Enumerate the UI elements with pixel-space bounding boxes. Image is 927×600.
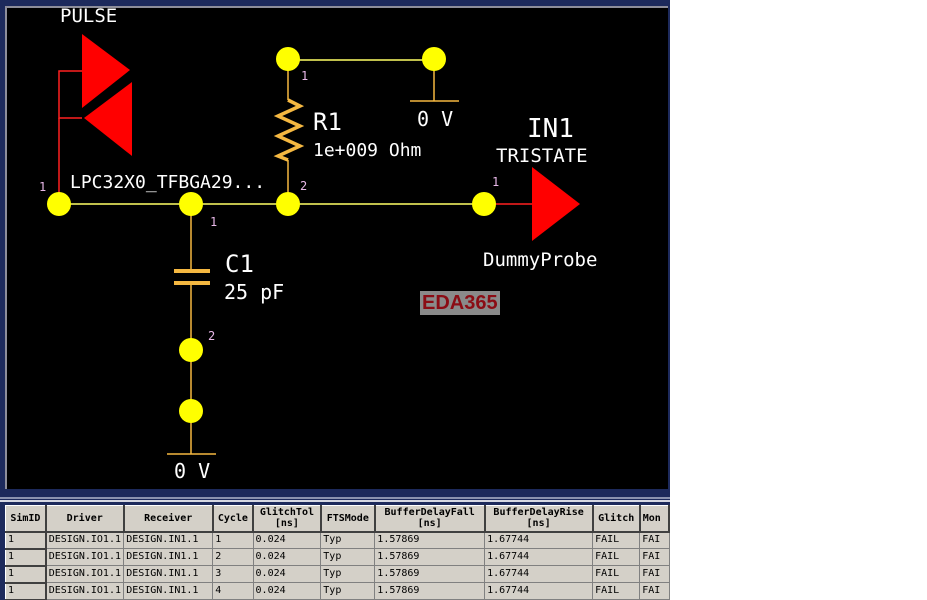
- cell-glitch[interactable]: FAIL: [592, 548, 641, 566]
- column-header-bufferdelayrise[interactable]: BufferDelayRise [ns]: [484, 505, 594, 533]
- cell-receiver[interactable]: DESIGN.IN1.1: [123, 565, 214, 583]
- column-header-glitch[interactable]: Glitch: [592, 505, 641, 533]
- driver-pin-label: 1: [39, 180, 46, 194]
- c1-ref-label: C1: [225, 250, 254, 278]
- cell-simid[interactable]: 1: [5, 565, 47, 584]
- node-receiver-pin[interactable]: [472, 192, 496, 216]
- node-ground-top[interactable]: [422, 47, 446, 71]
- cell-glitch[interactable]: FAIL: [592, 565, 641, 583]
- splitter-highlight: [0, 500, 670, 502]
- r1-top-pin-label: 1: [301, 69, 308, 83]
- cell-receiver[interactable]: DESIGN.IN1.1: [123, 548, 214, 566]
- column-header-driver[interactable]: Driver: [45, 505, 125, 533]
- cell-cycle[interactable]: 3: [212, 565, 254, 583]
- cell-bufferdelayfall[interactable]: 1.57869: [374, 582, 486, 600]
- column-header-receiver[interactable]: Receiver: [123, 505, 214, 533]
- resistor-r1-symbol[interactable]: [273, 98, 305, 162]
- cell-driver[interactable]: DESIGN.IO1.1: [45, 582, 125, 600]
- cell-bufferdelayrise[interactable]: 1.67744: [484, 582, 594, 600]
- receiver-type-label: TRISTATE: [496, 145, 588, 167]
- column-header-bufferdelayfall[interactable]: BufferDelayFall [ns]: [374, 505, 486, 533]
- cell-ftsmode[interactable]: Typ: [320, 565, 376, 583]
- receiver-in1-triangle-icon[interactable]: [532, 167, 580, 241]
- results-table-container[interactable]: SimID Driver Receiver Cycle GlitchTol [n…: [5, 505, 670, 600]
- results-table: SimID Driver Receiver Cycle GlitchTol [n…: [5, 505, 670, 600]
- results-panel: SimID Driver Receiver Cycle GlitchTol [n…: [0, 502, 670, 600]
- cell-bufferdelayfall[interactable]: 1.57869: [374, 565, 486, 583]
- cell-mon[interactable]: FAI: [639, 582, 670, 600]
- cell-receiver[interactable]: DESIGN.IN1.1: [123, 531, 214, 549]
- splitter-line: [0, 497, 670, 499]
- schematic-canvas[interactable]: PULSE LPC32X0_TFBGA29... 1 R1 1e+009 Ohm…: [5, 5, 668, 489]
- pulse-triangle-down-icon: [84, 82, 132, 156]
- ground-bottom-label: 0 V: [174, 459, 210, 483]
- cell-simid[interactable]: 1: [5, 582, 47, 600]
- schematic-window: PULSE LPC32X0_TFBGA29... 1 R1 1e+009 Ohm…: [0, 0, 670, 494]
- cell-driver[interactable]: DESIGN.IO1.1: [45, 531, 125, 549]
- cell-mon[interactable]: FAI: [639, 565, 670, 583]
- watermark-label: EDA365: [420, 291, 500, 315]
- r1-ref-label: R1: [313, 108, 342, 136]
- column-header-ftsmode[interactable]: FTSMode: [320, 505, 376, 533]
- cell-driver[interactable]: DESIGN.IO1.1: [45, 548, 125, 566]
- cell-glitchtol[interactable]: 0.024: [252, 565, 322, 583]
- column-header-cycle[interactable]: Cycle: [212, 505, 255, 533]
- results-header-row: SimID Driver Receiver Cycle GlitchTol [n…: [5, 505, 670, 533]
- receiver-model-label: DummyProbe: [483, 249, 597, 271]
- cell-driver[interactable]: DESIGN.IO1.1: [45, 565, 125, 583]
- cell-glitch[interactable]: FAIL: [592, 582, 641, 600]
- cell-cycle[interactable]: 1: [212, 531, 254, 549]
- cell-glitchtol[interactable]: 0.024: [252, 531, 322, 549]
- node-r1-top[interactable]: [276, 47, 300, 71]
- cell-simid[interactable]: 1: [5, 548, 47, 567]
- pulse-label: PULSE: [60, 5, 117, 27]
- cell-cycle[interactable]: 2: [212, 548, 254, 566]
- driver-part-label: LPC32X0_TFBGA29...: [70, 172, 265, 193]
- cell-receiver[interactable]: DESIGN.IN1.1: [123, 582, 214, 600]
- node-ground-bottom[interactable]: [179, 399, 203, 423]
- cell-ftsmode[interactable]: Typ: [320, 582, 376, 600]
- cell-glitchtol[interactable]: 0.024: [252, 582, 322, 600]
- cell-glitch[interactable]: FAIL: [592, 531, 641, 549]
- cell-cycle[interactable]: 4: [212, 582, 254, 600]
- column-header-mon[interactable]: Mon: [639, 505, 670, 533]
- ground-top-label: 0 V: [417, 107, 453, 131]
- receiver-pin-label: 1: [492, 175, 499, 189]
- cell-mon[interactable]: FAI: [639, 548, 670, 566]
- capacitor-c1-plate-top[interactable]: [174, 269, 210, 273]
- r1-value-label: 1e+009 Ohm: [313, 140, 421, 161]
- cell-ftsmode[interactable]: Typ: [320, 531, 376, 549]
- schematic-drawing: PULSE LPC32X0_TFBGA29... 1 R1 1e+009 Ohm…: [39, 5, 597, 483]
- r1-bottom-pin-label: 2: [300, 179, 307, 193]
- node-tap[interactable]: [179, 192, 203, 216]
- cell-simid[interactable]: 1: [5, 531, 47, 550]
- cell-mon[interactable]: FAI: [639, 531, 670, 549]
- column-header-simid[interactable]: SimID: [5, 505, 47, 533]
- cell-bufferdelayrise[interactable]: 1.67744: [484, 531, 594, 549]
- pulse-source-lead: [58, 70, 82, 119]
- node-r1-bottom[interactable]: [276, 192, 300, 216]
- c1-bottom-pin-label: 2: [208, 329, 215, 343]
- capacitor-c1-plate-bottom[interactable]: [174, 281, 210, 285]
- receiver-ref-label: IN1: [527, 114, 574, 144]
- cell-bufferdelayfall[interactable]: 1.57869: [374, 531, 486, 549]
- column-header-glitchtol[interactable]: GlitchTol [ns]: [252, 505, 322, 533]
- cell-bufferdelayrise[interactable]: 1.67744: [484, 565, 594, 583]
- cell-bufferdelayfall[interactable]: 1.57869: [374, 548, 486, 566]
- cell-ftsmode[interactable]: Typ: [320, 548, 376, 566]
- pulse-source-symbol[interactable]: [58, 34, 132, 203]
- pulse-triangle-up-icon: [82, 34, 130, 108]
- cell-glitchtol[interactable]: 0.024: [252, 548, 322, 566]
- cell-bufferdelayrise[interactable]: 1.67744: [484, 548, 594, 566]
- node-driver-pin[interactable]: [47, 192, 71, 216]
- c1-value-label: 25 pF: [224, 280, 284, 304]
- node-c1-bottom[interactable]: [179, 338, 203, 362]
- c1-top-pin-label: 1: [210, 215, 217, 229]
